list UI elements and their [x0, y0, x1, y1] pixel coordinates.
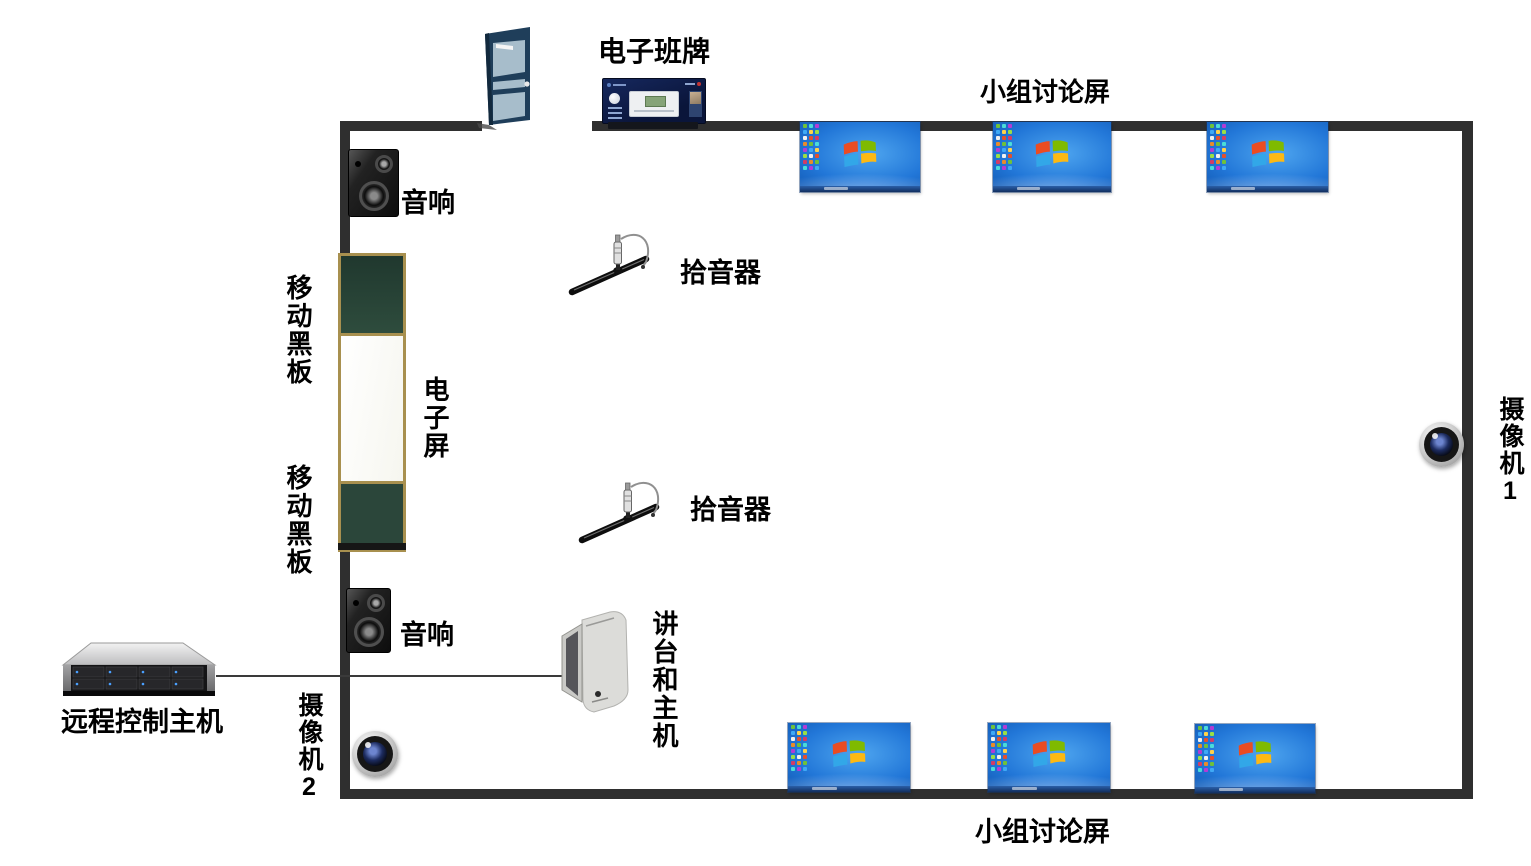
label-blackboard-bottom: 移动黑板: [283, 464, 313, 576]
taskbar: [788, 786, 910, 792]
desktop-icons: [991, 725, 1007, 782]
group-screen-top-2: [993, 122, 1111, 192]
mobile-blackboard-bottom-panel: [338, 481, 406, 550]
sound-pickup-icon-bottom: [578, 481, 660, 544]
sound-pickup-icon-top: [568, 233, 650, 296]
group-screen-top-3: [1207, 122, 1328, 192]
windows-logo-icon: [843, 140, 877, 167]
label-speaker-top: 音响: [401, 188, 455, 218]
group-screen-bottom-3: [1195, 724, 1315, 793]
blackboard-escreen-assembly: [338, 253, 406, 552]
class-sign-device: [602, 78, 706, 124]
label-pickup-bottom: 拾音器: [690, 495, 771, 525]
label-pickup-top: 拾音器: [680, 258, 761, 288]
taskbar: [988, 786, 1110, 792]
wall-right: [1462, 121, 1473, 799]
sign-logo-icon: [607, 83, 611, 87]
desktop-icons: [1198, 726, 1214, 783]
windows-logo-icon: [1238, 741, 1272, 769]
taskbar: [1207, 186, 1328, 192]
camera-icon-2: [352, 731, 398, 777]
podium-host-icon: [561, 611, 629, 713]
mobile-blackboard-top-panel: [341, 256, 403, 336]
camera-icon-1: [1419, 422, 1464, 467]
taskbar: [1195, 787, 1315, 793]
label-remote-host: 远程控制主机: [61, 707, 223, 737]
label-camera-2: 摄像机2: [295, 692, 323, 803]
door-icon: [477, 27, 530, 130]
label-class-sign: 电子班牌: [598, 36, 711, 67]
desktop-icons: [996, 124, 1012, 181]
wall-top-left-segment: [340, 121, 482, 131]
taskbar: [800, 186, 920, 192]
desktop-icons: [1210, 124, 1226, 181]
group-screen-top-1: [800, 122, 920, 192]
taskbar: [993, 186, 1111, 192]
wall-bottom: [340, 789, 1472, 799]
label-group-screen-bottom: 小组讨论屏: [975, 817, 1110, 847]
speaker-icon-top: [348, 149, 399, 217]
label-speaker-bottom: 音响: [400, 620, 454, 650]
sign-photo-column: [689, 91, 702, 117]
label-group-screen-top: 小组讨论屏: [980, 77, 1111, 107]
windows-logo-icon: [1035, 140, 1069, 167]
electronic-screen-panel: [341, 336, 403, 481]
label-podium-host: 讲台和主机: [649, 610, 679, 750]
label-camera-1: 摄像机1: [1496, 396, 1524, 507]
desktop-icons: [803, 124, 819, 181]
class-sign-stand: [608, 122, 698, 129]
label-blackboard-top: 移动黑板: [283, 274, 313, 386]
windows-logo-icon: [1251, 140, 1284, 167]
sign-content-panel: [629, 91, 679, 117]
speaker-icon-bottom: [346, 588, 391, 653]
label-electronic-screen: 电子屏: [420, 376, 450, 460]
connection-line: [216, 675, 566, 677]
sign-avatar: [609, 93, 620, 104]
desktop-icons: [791, 725, 807, 782]
server-icon: [61, 642, 217, 696]
group-screen-bottom-2: [988, 723, 1110, 792]
windows-logo-icon: [1032, 740, 1066, 768]
windows-logo-icon: [832, 740, 866, 768]
group-screen-bottom-1: [788, 723, 910, 792]
